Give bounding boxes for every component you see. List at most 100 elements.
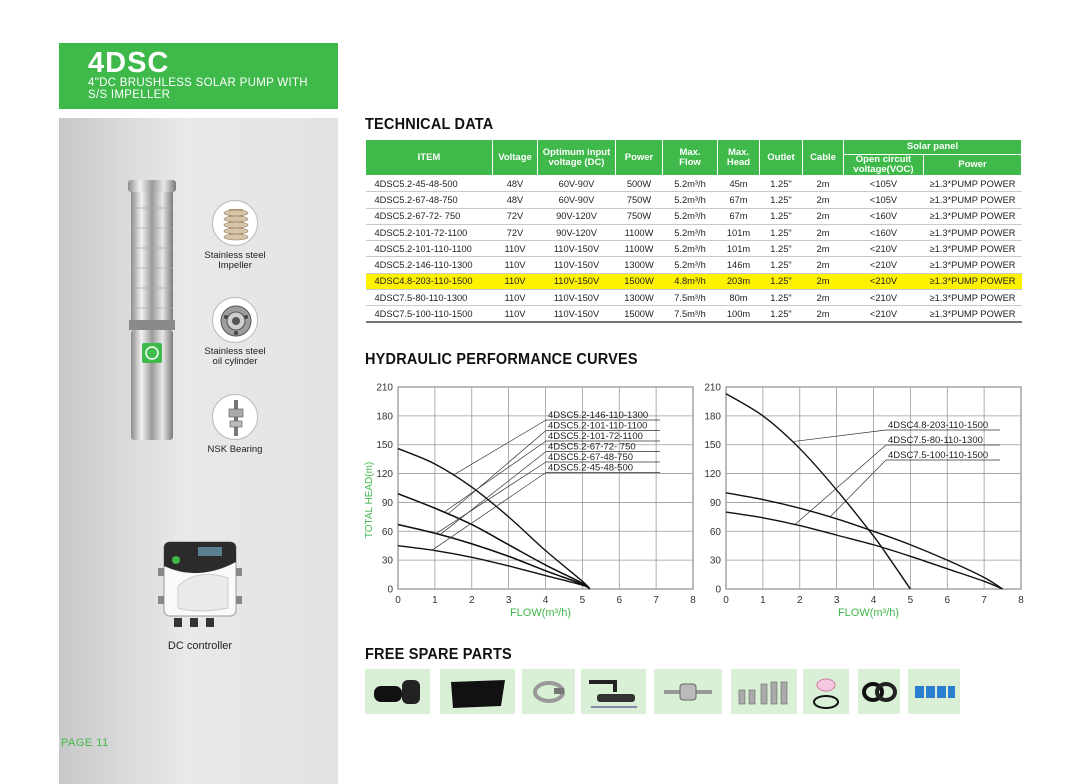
y-tick-label: 150 bbox=[376, 440, 393, 451]
part-label-line: oil cylinder bbox=[212, 356, 258, 367]
col-header-item: ITEM bbox=[365, 139, 493, 176]
y-tick-label: 180 bbox=[376, 411, 393, 422]
header-line: Optimum input bbox=[542, 146, 611, 158]
cell-panel-power: ≥1.3*PUMP POWER bbox=[923, 240, 1022, 258]
hose-clamp-icon bbox=[532, 680, 565, 703]
col-header-outlet: Outlet bbox=[759, 139, 803, 176]
cell-optimum: 110V-150V bbox=[537, 273, 616, 291]
x-tick-label: 2 bbox=[469, 595, 475, 606]
impeller-circle bbox=[212, 200, 258, 246]
dc-controller-image bbox=[158, 541, 242, 627]
x-tick-label: 8 bbox=[1018, 595, 1024, 606]
x-tick-label: 1 bbox=[432, 595, 438, 606]
cell-voltage: 72V bbox=[492, 224, 538, 242]
series-label: 4DSC7.5-80-110-1300 bbox=[888, 435, 983, 446]
cell-panel-power: ≥1.3*PUMP POWER bbox=[923, 191, 1022, 209]
cell-item: 4DSC4.8-203-110-1500 bbox=[365, 273, 493, 291]
cell-voltage: 110V bbox=[492, 256, 538, 274]
connectors-icon bbox=[915, 685, 955, 698]
series-curve bbox=[725, 393, 911, 590]
cell-flow: 7.5m³/h bbox=[662, 289, 718, 307]
cell-flow: 4.8m³/h bbox=[662, 273, 718, 291]
seal-rings-icon bbox=[862, 681, 897, 702]
series-curve bbox=[725, 511, 1003, 590]
spare-part-3 bbox=[522, 669, 575, 714]
series-label: 4DSC5.2-67-48-750 bbox=[548, 452, 633, 463]
cell-voc: <210V bbox=[843, 289, 924, 307]
cell-power: 1300W bbox=[615, 289, 663, 307]
cell-optimum: 60V-90V bbox=[537, 175, 616, 193]
cell-voc: <210V bbox=[843, 240, 924, 258]
y-tick-label: 90 bbox=[382, 498, 394, 509]
part-label-oil-cylinder: Stainless steel oil cylinder bbox=[195, 347, 275, 367]
spare-part-4 bbox=[581, 669, 646, 714]
x-tick-label: 6 bbox=[616, 595, 622, 606]
cell-power: 750W bbox=[615, 191, 663, 209]
cell-voc: <160V bbox=[843, 208, 924, 225]
y-tick-label: 150 bbox=[704, 440, 721, 451]
cell-power: 1500W bbox=[615, 273, 663, 291]
y-tick-label: 30 bbox=[382, 556, 394, 567]
col-header-panel-power: Power bbox=[923, 154, 1022, 176]
part-label-line: Stainless steel bbox=[204, 346, 266, 357]
y-tick-label: 180 bbox=[704, 411, 721, 422]
controller-label: DC controller bbox=[167, 640, 233, 652]
cell-flow: 7.5m³/h bbox=[662, 305, 718, 324]
cell-head: 80m bbox=[717, 289, 760, 307]
header-line: voltage(VOC) bbox=[853, 164, 914, 175]
page-number: PAGE 11 bbox=[61, 737, 109, 749]
x-tick-label: 3 bbox=[834, 595, 840, 606]
cell-flow: 5.2m³/h bbox=[662, 191, 718, 209]
col-header-max-flow: Max.Flow bbox=[662, 139, 718, 176]
cell-voc: <105V bbox=[843, 175, 924, 193]
cell-panel-power: ≥1.3*PUMP POWER bbox=[923, 273, 1022, 291]
cell-head: 101m bbox=[717, 240, 760, 258]
cell-power: 750W bbox=[615, 208, 663, 225]
cell-cable: 2m bbox=[802, 305, 844, 324]
header-line: Flow bbox=[679, 156, 701, 168]
oil-cylinder-icon bbox=[220, 305, 252, 337]
x-tick-label: 5 bbox=[580, 595, 586, 606]
cell-voc: <105V bbox=[843, 191, 924, 209]
cell-outlet: 1.25" bbox=[759, 273, 803, 291]
cell-optimum: 110V-150V bbox=[537, 256, 616, 274]
cell-voc: <210V bbox=[843, 305, 924, 324]
cell-outlet: 1.25" bbox=[759, 224, 803, 242]
cell-item: 4DSC5.2-67-48-750 bbox=[365, 191, 493, 209]
col-header-max-head: Max.Head bbox=[717, 139, 760, 176]
cell-item: 4DSC5.2-45-48-500 bbox=[365, 175, 493, 193]
x-tick-label: 7 bbox=[653, 595, 659, 606]
model-subtitle-line1: 4"DC BRUSHLESS SOLAR PUMP WITH bbox=[88, 77, 308, 89]
label-leader-line bbox=[439, 451, 547, 535]
cell-item: 4DSC5.2-101-72-1100 bbox=[365, 224, 493, 242]
model-subtitle-line2: S/S IMPELLER bbox=[88, 89, 171, 101]
cell-voc: <210V bbox=[843, 256, 924, 274]
technical-data-title: TECHNICAL DATA bbox=[365, 116, 494, 134]
spare-part-8 bbox=[858, 669, 900, 714]
cell-voltage: 110V bbox=[492, 273, 538, 291]
cell-panel-power: ≥1.3*PUMP POWER bbox=[923, 289, 1022, 307]
impeller-icon bbox=[223, 209, 249, 241]
cell-cable: 2m bbox=[802, 208, 844, 225]
cell-optimum: 110V-150V bbox=[537, 289, 616, 307]
y-tick-label: 210 bbox=[704, 383, 721, 394]
cell-flow: 5.2m³/h bbox=[662, 208, 718, 225]
series-curve bbox=[725, 492, 1003, 590]
cell-outlet: 1.25" bbox=[759, 240, 803, 258]
series-label: 4DSC5.2-45-48-500 bbox=[548, 463, 633, 474]
spare-part-7 bbox=[803, 669, 849, 714]
cell-optimum: 110V-150V bbox=[537, 305, 616, 324]
cell-power: 1100W bbox=[615, 224, 663, 242]
solar-pump-image bbox=[128, 180, 176, 440]
cell-cable: 2m bbox=[802, 273, 844, 291]
cell-panel-power: ≥1.3*PUMP POWER bbox=[923, 224, 1022, 242]
hex-key-icon bbox=[588, 679, 637, 708]
col-header-voltage: Voltage bbox=[492, 139, 538, 176]
cell-voc: <160V bbox=[843, 224, 924, 242]
x-tick-label: 4 bbox=[871, 595, 877, 606]
